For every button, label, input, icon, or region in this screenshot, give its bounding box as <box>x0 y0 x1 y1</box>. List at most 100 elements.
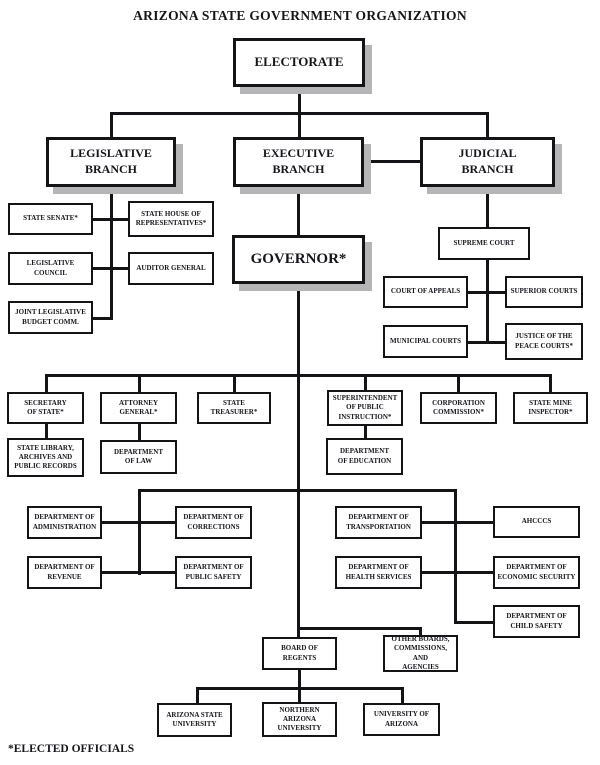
org-box-state-house: STATE HOUSE OF REPRESENTATIVES* <box>128 201 214 237</box>
org-box-label: GOVERNOR* <box>250 250 347 267</box>
connector-line <box>485 185 489 229</box>
org-box-arizona-state-university: ARIZONA STATE UNIVERSITY <box>157 703 232 737</box>
org-box-label: SECRETARY OF STATE* <box>24 398 67 416</box>
org-box-ahcccs: AHCCCS <box>493 506 580 538</box>
org-box-label: MUNICIPAL COURTS <box>390 336 461 345</box>
org-box-state-library: STATE LIBRARY, ARCHIVES AND PUBLIC RECOR… <box>7 438 84 477</box>
org-box-dept-corrections: DEPARTMENT OF CORRECTIONS <box>175 506 252 539</box>
connector-line <box>137 520 177 524</box>
org-box-state-senate: STATE SENATE* <box>8 203 93 235</box>
org-box-label: DEPARTMENT OF ADMINISTRATION <box>32 513 97 531</box>
org-box-label: STATE MINE INSPECTOR* <box>528 398 573 416</box>
org-box-executive-branch: EXECUTIVE BRANCH <box>233 137 364 187</box>
org-box-electorate: ELECTORATE <box>233 38 365 87</box>
org-box-label: DEPARTMENT OF CORRECTIONS <box>183 513 244 531</box>
connector-line <box>485 258 489 344</box>
connector-line <box>420 520 457 524</box>
connector-line <box>363 424 367 440</box>
connector-line <box>363 373 367 394</box>
org-box-justice-peace-courts: JUSTICE OF THE PEACE COURTS* <box>505 323 583 360</box>
org-box-northern-arizona-university: NORTHERN ARIZONA UNIVERSITY <box>262 702 337 737</box>
connector-line <box>466 340 489 344</box>
connector-line <box>466 290 489 294</box>
org-box-secretary-of-state: SECRETARY OF STATE* <box>7 392 84 424</box>
connector-line <box>109 266 130 270</box>
connector-line <box>100 520 141 524</box>
connector-line <box>456 373 460 394</box>
connector-line <box>297 686 301 704</box>
connector-line <box>297 626 422 630</box>
org-box-attorney-general: ATTORNEY GENERAL* <box>100 392 177 424</box>
connector-line <box>485 340 507 344</box>
connector-line <box>91 217 113 221</box>
org-box-label: STATE SENATE* <box>23 214 78 223</box>
org-box-label: JUDICIAL BRANCH <box>458 146 517 176</box>
org-box-label: COURT OF APPEALS <box>390 287 461 296</box>
org-box-label: AHCCCS <box>521 517 552 526</box>
connector-line <box>297 111 301 139</box>
connector-line <box>453 570 495 574</box>
connector-line <box>109 111 113 139</box>
org-box-state-treasurer: STATE TREASURER* <box>197 392 271 424</box>
connector-line <box>137 488 141 575</box>
connector-line <box>44 373 552 377</box>
connector-line <box>362 159 422 163</box>
org-box-label: LEGISLATIVE BRANCH <box>70 146 152 176</box>
org-box-dept-health-services: DEPARTMENT OF HEALTH SERVICES <box>335 556 422 589</box>
org-box-judicial-branch: JUDICIAL BRANCH <box>420 137 555 187</box>
connector-line <box>137 570 177 574</box>
org-box-label: EXECUTIVE BRANCH <box>262 146 335 176</box>
org-box-label: DEPARTMENT OF ECONOMIC SECURITY <box>497 563 576 581</box>
org-box-dept-transportation: DEPARTMENT OF TRANSPORTATION <box>335 506 422 539</box>
org-box-university-of-arizona: UNIVERSITY OF ARIZONA <box>363 703 440 736</box>
org-box-label: NORTHERN ARIZONA UNIVERSITY <box>277 705 322 733</box>
org-box-joint-legislative-budget: JOINT LEGISLATIVE BUDGET COMM. <box>8 301 93 334</box>
org-box-dept-administration: DEPARTMENT OF ADMINISTRATION <box>27 506 102 539</box>
org-box-superior-courts: SUPERIOR COURTS <box>505 276 583 308</box>
chart-title: ARIZONA STATE GOVERNMENT ORGANIZATION <box>133 8 467 23</box>
connector-line <box>91 316 113 320</box>
org-box-dept-public-safety: DEPARTMENT OF PUBLIC SAFETY <box>175 556 252 589</box>
org-box-label: DEPARTMENT OF HEALTH SERVICES <box>345 563 412 581</box>
elected-officials-footnote: *ELECTED OFFICIALS <box>8 743 135 755</box>
org-box-label: DEPARTMENT OF TRANSPORTATION <box>346 513 411 531</box>
org-box-label: ARIZONA STATE UNIVERSITY <box>166 710 223 728</box>
connector-line <box>44 373 48 394</box>
org-box-municipal-courts: MUNICIPAL COURTS <box>383 325 468 358</box>
connector-line <box>232 373 236 394</box>
org-box-legislative-branch: LEGISLATIVE BRANCH <box>46 137 176 187</box>
connector-line <box>548 373 552 394</box>
org-box-label: DEPARTMENT OF CHILD SAFETY <box>506 612 567 630</box>
connector-line <box>109 217 130 221</box>
org-box-court-of-appeals: COURT OF APPEALS <box>383 276 468 308</box>
org-box-label: ELECTORATE <box>254 54 344 70</box>
org-box-other-boards: OTHER BOARDS, COMMISSIONS, AND AGENCIES <box>383 635 458 672</box>
org-box-label: JUSTICE OF THE PEACE COURTS* <box>515 332 573 350</box>
connector-line <box>453 520 495 524</box>
org-box-board-of-regents: BOARD OF REGENTS <box>262 637 337 670</box>
connector-line <box>485 290 507 294</box>
org-box-dept-law: DEPARTMENT OF LAW <box>100 440 177 474</box>
org-box-legislative-council: LEGISLATIVE COUNCIL <box>8 252 93 285</box>
connector-line <box>195 686 199 705</box>
org-box-label: ATTORNEY GENERAL* <box>118 398 159 416</box>
connector-line <box>453 620 495 624</box>
org-box-label: DEPARTMENT OF EDUCATION <box>337 447 392 465</box>
org-box-label: DEPARTMENT OF PUBLIC SAFETY <box>183 563 244 581</box>
connector-line <box>297 85 301 115</box>
connector-line <box>137 422 141 442</box>
connector-line <box>100 570 141 574</box>
org-box-dept-child-safety: DEPARTMENT OF CHILD SAFETY <box>493 605 580 638</box>
org-box-label: DEPARTMENT OF REVENUE <box>34 563 95 581</box>
org-box-label: JOINT LEGISLATIVE BUDGET COMM. <box>15 308 86 326</box>
org-box-label: SUPERINTENDENT OF PUBLIC INSTRUCTION* <box>332 394 398 421</box>
org-box-superintendent: SUPERINTENDENT OF PUBLIC INSTRUCTION* <box>327 390 403 426</box>
connector-line <box>296 185 300 237</box>
org-box-dept-education: DEPARTMENT OF EDUCATION <box>326 438 403 475</box>
connector-line <box>485 111 489 139</box>
connector-line <box>453 488 457 624</box>
connector-line <box>109 185 113 320</box>
org-box-auditor-general: AUDITOR GENERAL <box>128 252 214 285</box>
connector-line <box>44 422 48 440</box>
